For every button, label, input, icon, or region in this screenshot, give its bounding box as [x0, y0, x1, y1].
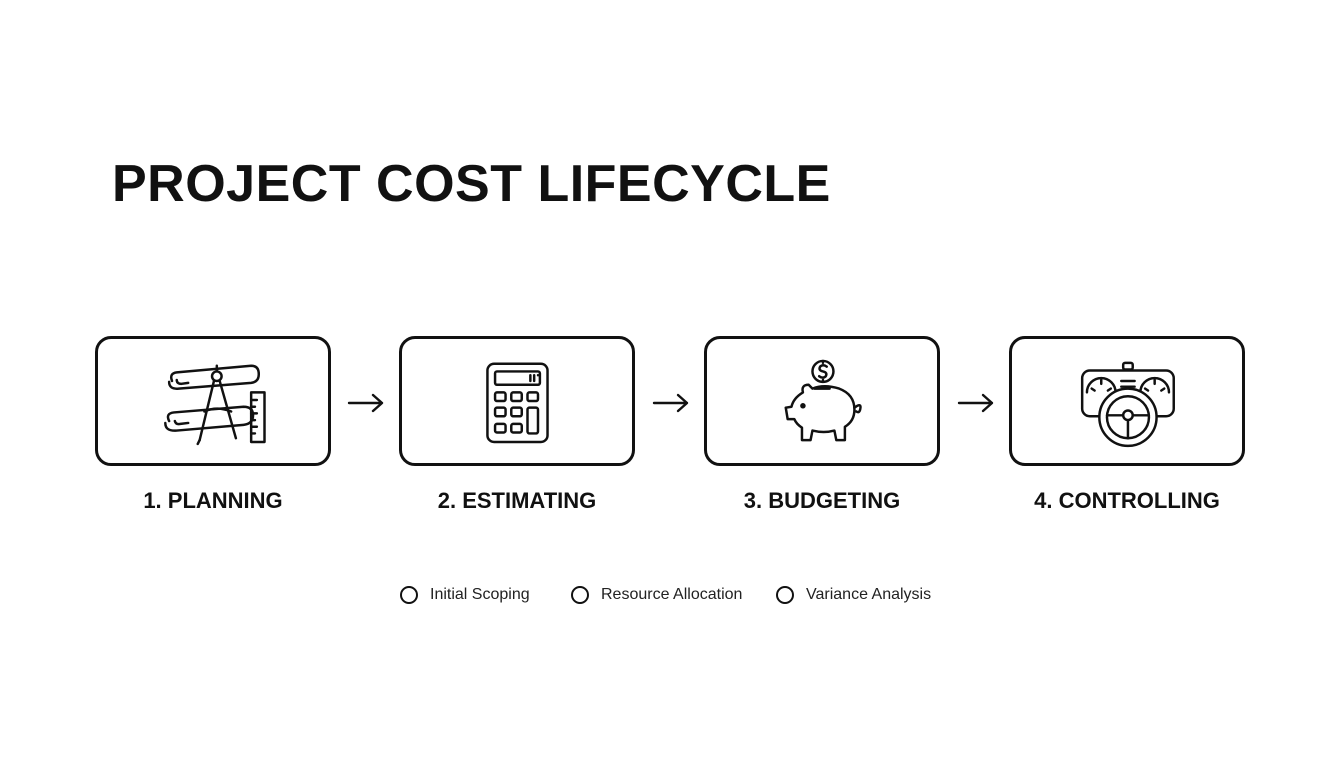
- calculator-icon: [486, 362, 549, 444]
- arrow-right-icon: [347, 393, 384, 413]
- step-label-estimating: 2. ESTIMATING: [437, 488, 597, 513]
- step-card-planning: [95, 336, 331, 466]
- legend-label: Variance Analysis: [806, 586, 932, 603]
- legend-item-resource-allocation: Resource Allocation: [571, 584, 742, 606]
- piggy-bank-icon: [784, 359, 862, 442]
- circle-icon: [776, 586, 794, 604]
- circle-icon: [571, 586, 589, 604]
- arrow-right-icon: [652, 393, 689, 413]
- step-card-estimating: [399, 336, 635, 466]
- page-title: PROJECT COST LIFECYCLE: [112, 155, 831, 213]
- step-card-budgeting: [704, 336, 940, 466]
- legend-item-initial-scoping: Initial Scoping: [400, 584, 530, 606]
- arrow-right-icon: [957, 393, 994, 413]
- step-label-controlling: 4. CONTROLLING: [1034, 488, 1220, 513]
- blueprint-compass-ruler-icon: [164, 364, 266, 446]
- dashboard-steering-wheel-icon: [1080, 361, 1175, 448]
- step-label-planning: 1. PLANNING: [143, 488, 283, 513]
- legend-label: Resource Allocation: [601, 586, 743, 603]
- legend-label: Initial Scoping: [430, 586, 530, 603]
- legend-item-variance-analysis: Variance Analysis: [776, 584, 931, 606]
- circle-icon: [400, 586, 418, 604]
- step-card-controlling: [1009, 336, 1245, 466]
- step-label-budgeting: 3. BUDGETING: [743, 488, 901, 513]
